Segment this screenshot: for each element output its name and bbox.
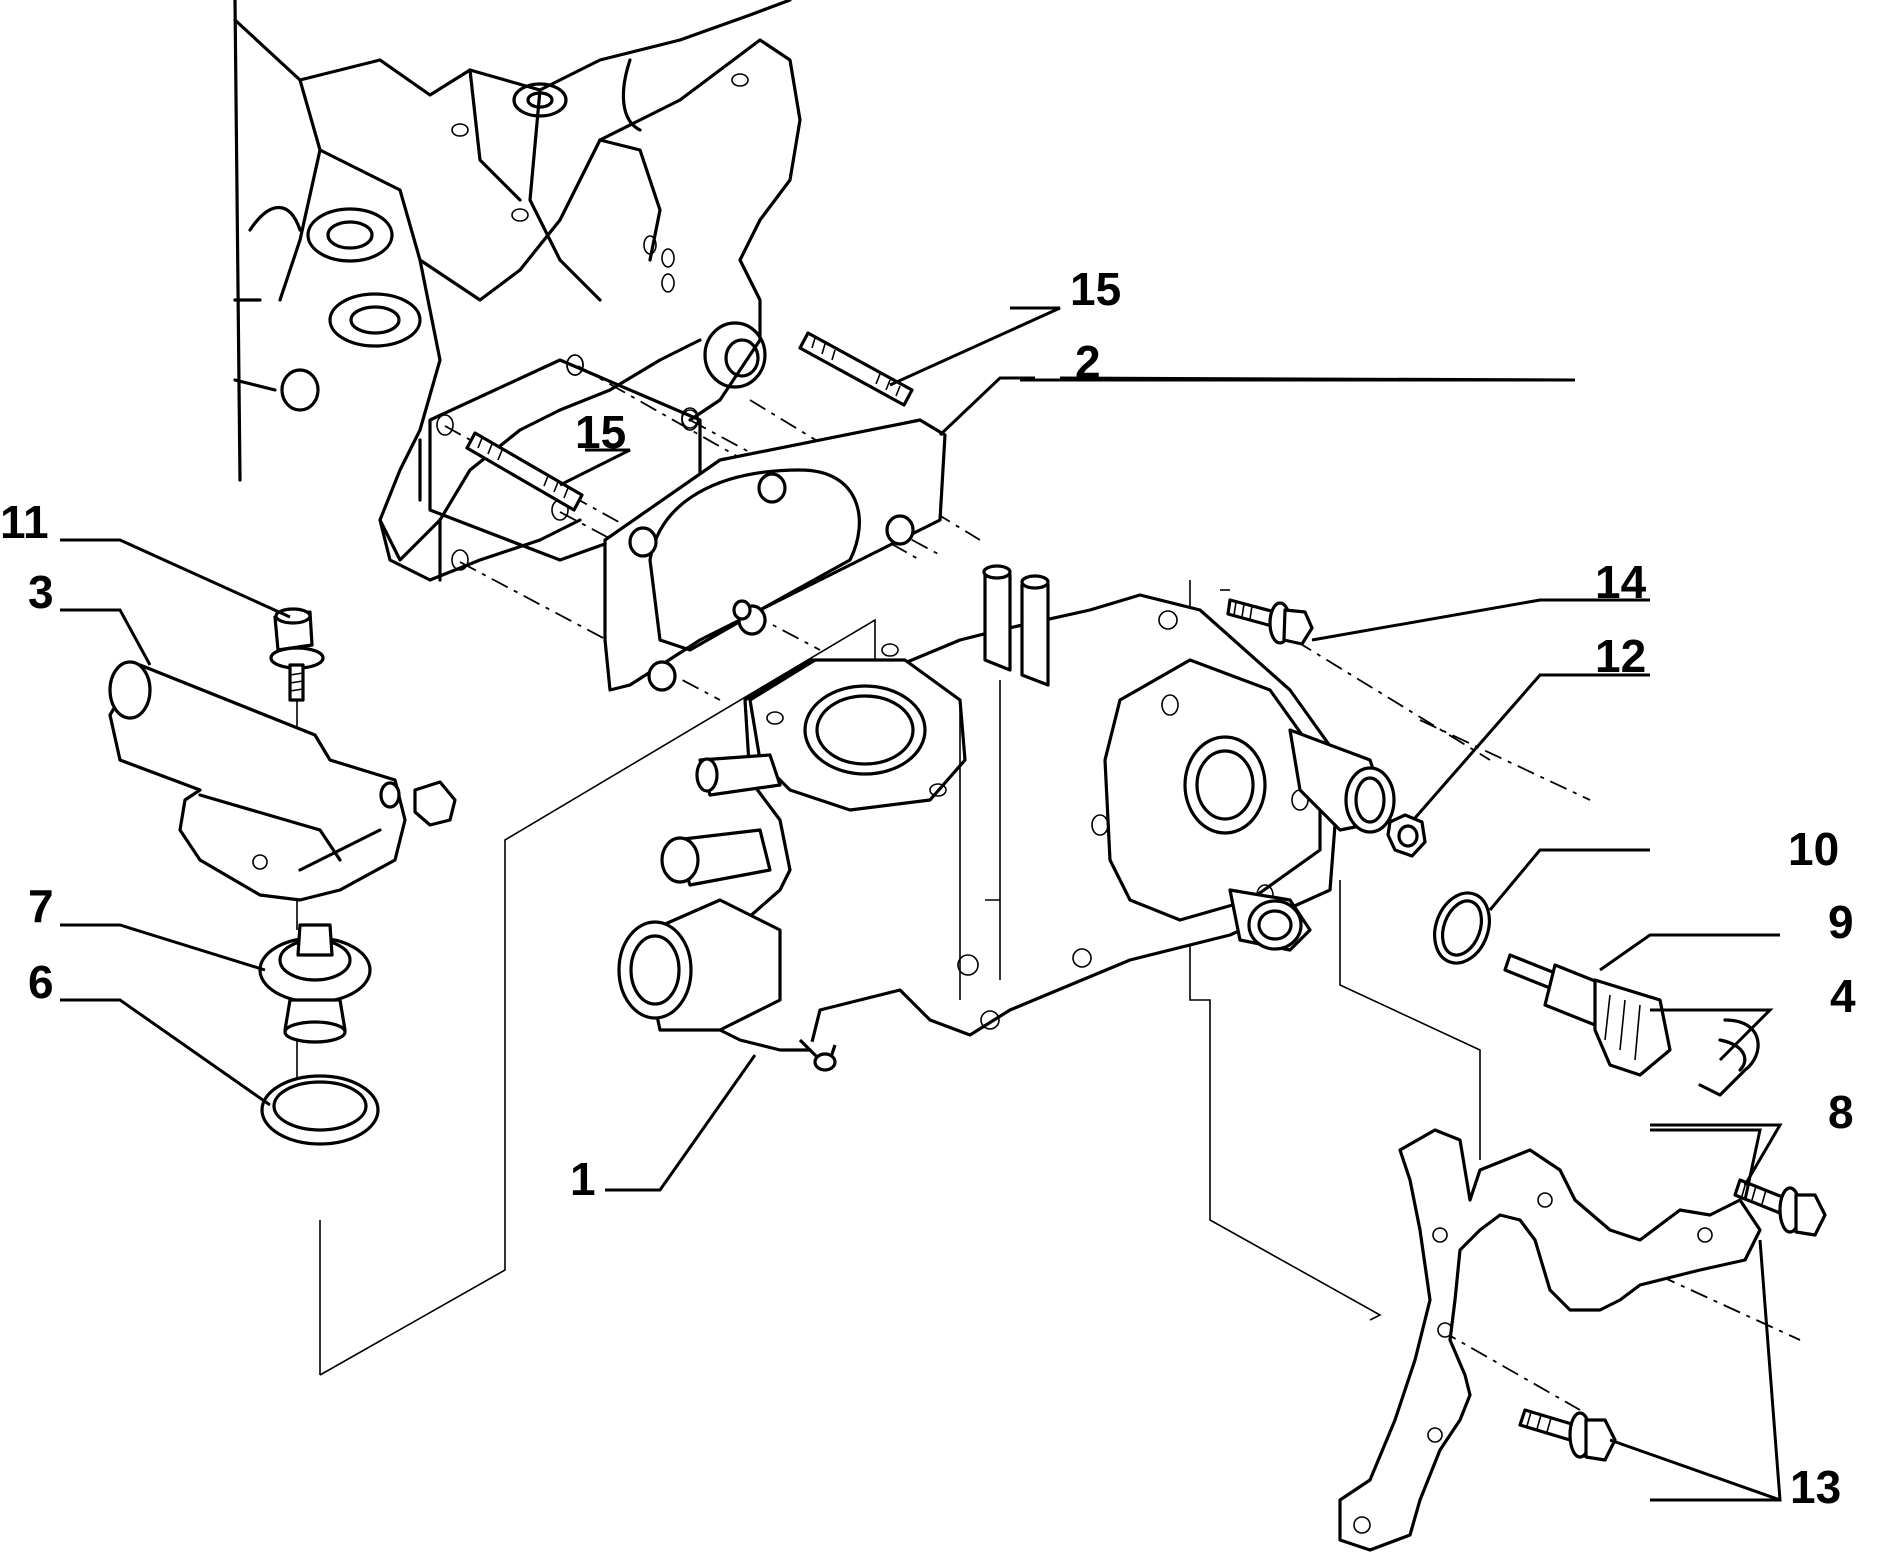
stud-upper [798, 331, 914, 407]
callout-7: 7 [28, 880, 54, 932]
callout-4: 4 [1830, 970, 1856, 1022]
callout-6: 6 [28, 956, 54, 1008]
callout-13: 13 [1790, 1461, 1841, 1513]
water-outlet-3 [108, 660, 457, 902]
callout-3: 3 [28, 566, 54, 618]
engine-block [233, 0, 802, 582]
stud-lower [465, 431, 584, 512]
thermostat-housing [617, 564, 1396, 1072]
o-ring-10 [1433, 891, 1491, 965]
bracket-8 [1338, 1128, 1762, 1552]
bolt-14 [1226, 598, 1314, 646]
nut-12 [1386, 813, 1427, 858]
callout-11: 11 [0, 496, 49, 548]
thermostat-7 [258, 923, 372, 1044]
bolt-13-lower [1518, 1408, 1617, 1462]
screw-11 [269, 607, 325, 702]
gasket [603, 418, 947, 692]
callout-2: 2 [1075, 336, 1101, 388]
callout-15-upper: 15 [1070, 263, 1121, 315]
callout-labels: 15 2 15 11 3 7 6 1 14 12 10 9 4 8 13 [0, 263, 1856, 1513]
clip-4 [1698, 1018, 1760, 1097]
callout-14: 14 [1595, 556, 1647, 608]
callout-12: 12 [1595, 630, 1646, 682]
callout-8: 8 [1828, 1086, 1854, 1138]
callout-15-lower: 15 [575, 406, 626, 458]
temperature-sensor-9 [1503, 953, 1672, 1077]
callout-1: 1 [570, 1153, 596, 1205]
leader-lines [60, 306, 1783, 1502]
callout-10: 10 [1788, 823, 1839, 875]
callout-9: 9 [1828, 896, 1854, 948]
seal-ring-6 [260, 1074, 380, 1146]
